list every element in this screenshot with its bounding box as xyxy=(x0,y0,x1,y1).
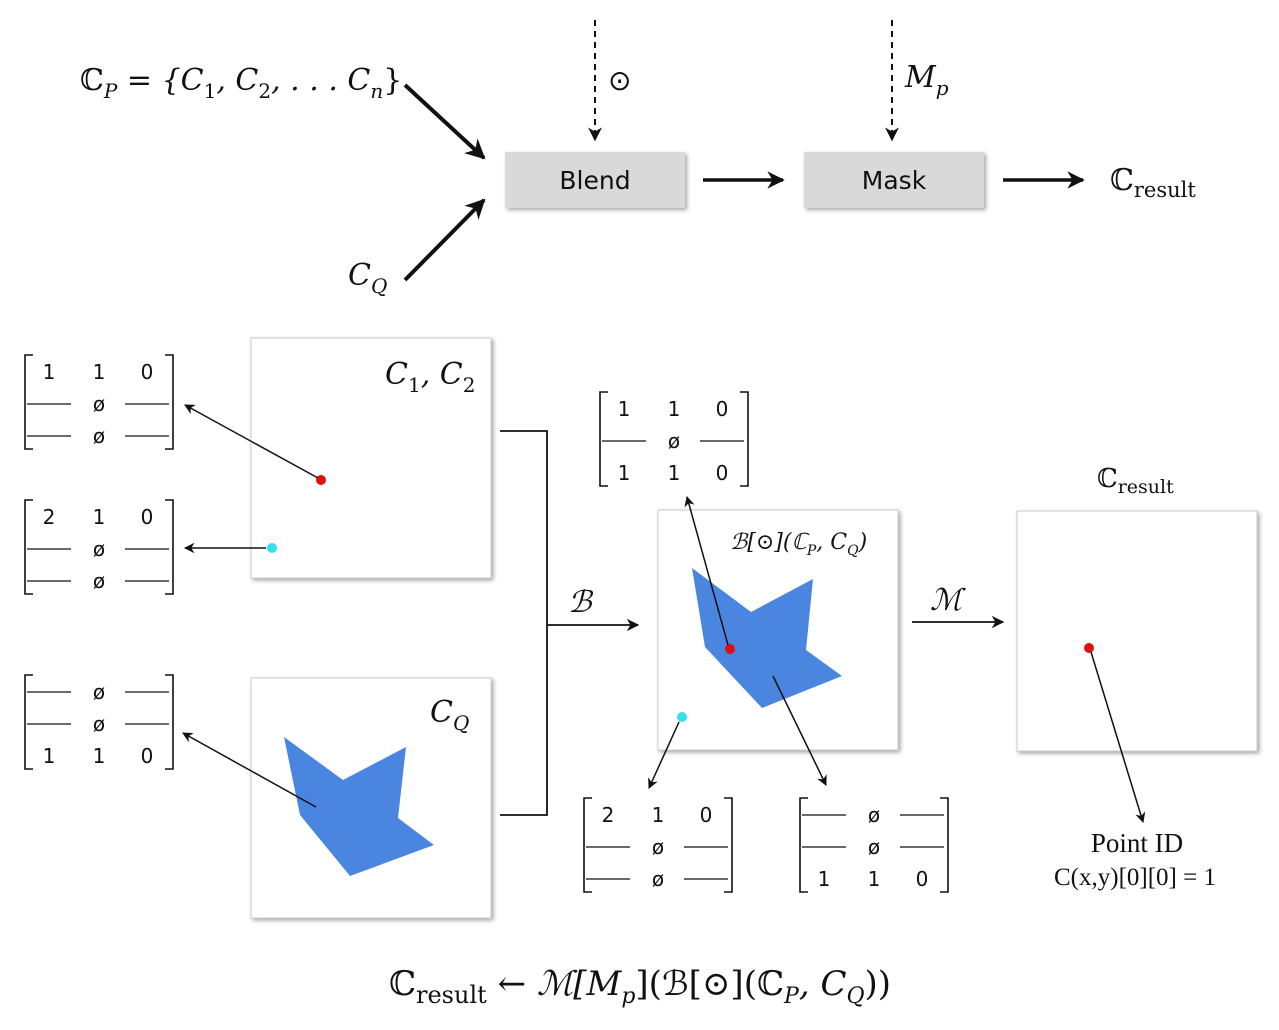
point-id-formula: C(x,y)[0][0] = 1 xyxy=(1054,864,1216,891)
matrix-right-bracket xyxy=(740,391,749,487)
matrix-left-bracket xyxy=(24,499,33,595)
mask-operator-symbol: ℳ xyxy=(930,583,966,618)
blend-blue-shape xyxy=(692,568,842,708)
matrix-cell: 0 xyxy=(141,360,154,384)
matrix-cell: ø xyxy=(652,867,664,891)
matrix-cell: 0 xyxy=(916,867,929,891)
blend-cyan-leader xyxy=(648,721,680,789)
blend-red-leader xyxy=(684,495,729,646)
matrix-c1c2-cyan: 2 1 0 øø xyxy=(24,499,174,595)
input-set-label: ℂP = {C1, C2, . . . Cn} xyxy=(80,63,402,103)
mask-box-label: Mask xyxy=(862,166,927,195)
blend-box-label: Blend xyxy=(559,166,630,195)
matrix-cell: ø xyxy=(93,569,105,593)
query-arrow xyxy=(403,198,486,282)
panel-result: ℂresult xyxy=(1016,464,1258,752)
panel-c1c2-title: C1, C2 xyxy=(385,357,475,397)
panel-result-title: ℂresult xyxy=(1097,464,1174,498)
matrix-cq-blue: øø 1 1 0 xyxy=(24,674,174,770)
matrix-right-bracket xyxy=(165,674,174,770)
matrix-cell: 1 xyxy=(652,803,665,827)
matrix-left-bracket xyxy=(799,797,808,893)
result-label: ℂresult xyxy=(1110,163,1196,202)
blue-shape xyxy=(284,737,434,876)
point-id: Point ID C(x,y)[0][0] = 1 xyxy=(1054,828,1216,891)
matrix-blend-blue: øø 1 1 0 xyxy=(799,797,949,893)
matrix-cell: ø xyxy=(93,712,105,736)
matrix-cell: 1 xyxy=(818,867,831,891)
matrix-left-bracket xyxy=(24,674,33,770)
matrix-cell: 0 xyxy=(716,461,729,485)
matrix-cell: 1 xyxy=(618,461,631,485)
matrix-cell: 1 xyxy=(43,360,56,384)
matrix-cell: 2 xyxy=(602,803,615,827)
matrix-cell: 1 xyxy=(668,397,681,421)
matrix-right-bracket xyxy=(940,797,949,893)
matrix-cell: ø xyxy=(668,429,680,453)
red-point-leader xyxy=(184,404,319,479)
input-set-arrow xyxy=(403,83,486,160)
matrix-blend-red: 1 1 0 ø 1 1 0 xyxy=(599,391,749,487)
matrix-cell: 0 xyxy=(141,744,154,768)
matrix-cell: 1 xyxy=(668,461,681,485)
matrix-cell: ø xyxy=(93,424,105,448)
operator-label: ⊙ xyxy=(608,64,631,97)
panel-c1c2: C1, C2 xyxy=(250,337,492,579)
blend-blue-leader xyxy=(772,675,827,786)
matrix-cell: 1 xyxy=(93,360,106,384)
matrix-cell: ø xyxy=(93,537,105,561)
matrix-right-bracket xyxy=(165,499,174,595)
blend-cyan-point xyxy=(677,712,687,722)
matrix-left-bracket xyxy=(583,797,592,893)
matrix-right-bracket xyxy=(165,354,174,450)
result-point-leader xyxy=(1090,651,1146,824)
query-label: CQ xyxy=(348,258,387,298)
matrix-cell: 0 xyxy=(716,397,729,421)
matrix-right-bracket xyxy=(724,797,733,893)
matrix-cell: ø xyxy=(93,680,105,704)
point-id-label: Point ID xyxy=(1091,828,1183,858)
result-red-point xyxy=(1084,643,1094,653)
mask-param-label: Mp xyxy=(904,60,949,100)
blend-box: Blend xyxy=(505,152,685,208)
matrix-cell: ø xyxy=(652,835,664,859)
matrix-cell: 1 xyxy=(93,744,106,768)
panel-cq-title: CQ xyxy=(430,695,469,735)
red-point xyxy=(316,475,326,485)
blue-shape-leader xyxy=(182,732,317,808)
merge-bracket xyxy=(500,430,548,816)
mask-box: Mask xyxy=(804,152,984,208)
bottom-formula: ℂresult ← ℳ[Mp](ℬ[⊙](ℂP, CQ)) xyxy=(389,964,891,1009)
matrix-cell: 0 xyxy=(700,803,713,827)
top-flow: ℂP = {C1, C2, . . . Cn} CQ ⊙ Mp Blend Ma… xyxy=(80,20,1196,298)
blend-red-point xyxy=(725,644,735,654)
panel-cq: CQ xyxy=(250,677,492,919)
matrix-cell: ø xyxy=(868,803,880,827)
matrix-cell: 1 xyxy=(43,744,56,768)
matrix-c1c2-red: 1 1 0 øø xyxy=(24,354,174,450)
panel-blend: ℬ[⊙](ℂP, CQ) xyxy=(657,509,899,751)
matrix-blend-cyan: 2 1 0 øø xyxy=(583,797,733,893)
blend-operator-symbol: ℬ xyxy=(568,585,594,620)
matrix-cell: ø xyxy=(93,392,105,416)
connectors: ℬ ℳ xyxy=(182,404,1146,824)
matrix-left-bracket xyxy=(24,354,33,450)
matrix-left-bracket xyxy=(599,391,608,487)
matrix-cell: 2 xyxy=(43,505,56,529)
cyan-point xyxy=(267,543,277,553)
panel-blend-title: ℬ[⊙](ℂP, CQ) xyxy=(730,530,867,559)
matrix-cell: 1 xyxy=(868,867,881,891)
matrix-cell: ø xyxy=(868,835,880,859)
matrix-cell: 1 xyxy=(618,397,631,421)
matrix-cell: 0 xyxy=(141,505,154,529)
matrix-cell: 1 xyxy=(93,505,106,529)
